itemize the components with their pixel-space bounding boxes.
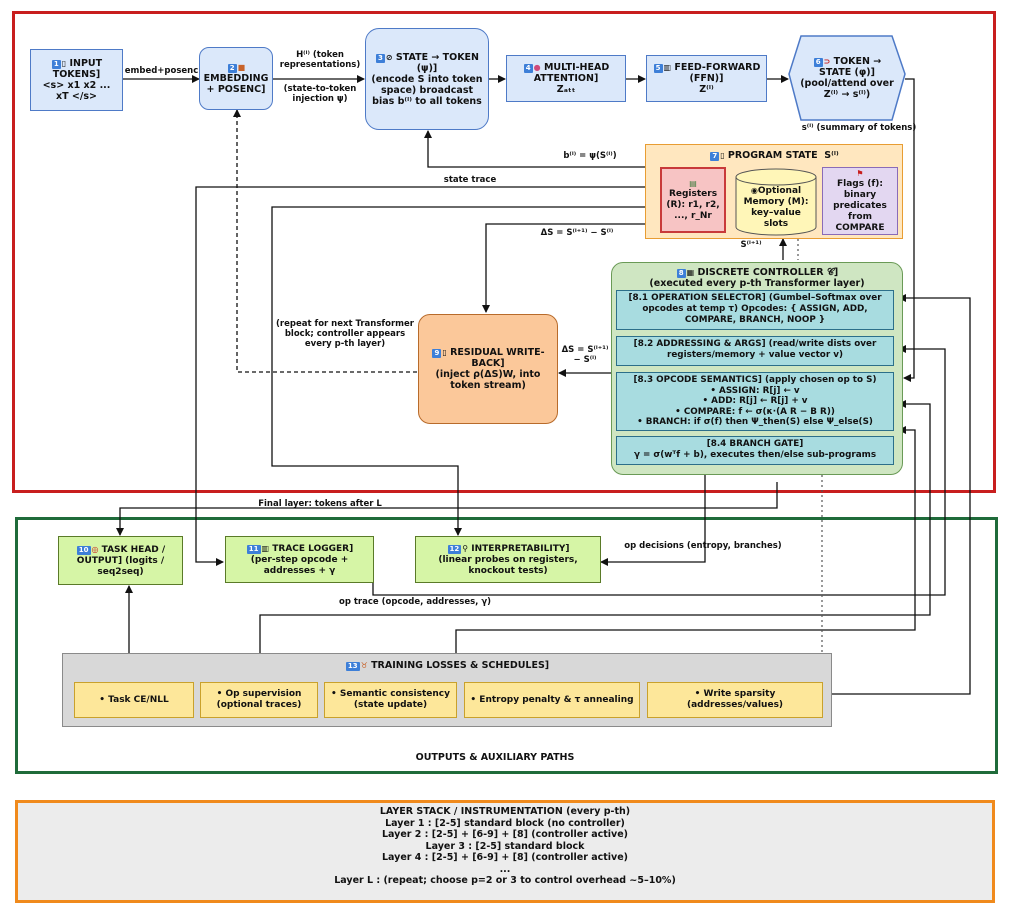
magnet-icon: ⊃ bbox=[823, 57, 831, 66]
state-to-token-box: 3⊘ STATE → TOKEN (ψ)] (encode S into tok… bbox=[365, 28, 489, 130]
memory-cylinder bbox=[735, 168, 817, 236]
input-sequence: <s> x1 x2 ... xT </s> bbox=[42, 80, 111, 102]
op-decisions-label: op decisions (entropy, branches) bbox=[624, 541, 782, 551]
loss-sparsity: • Write sparsity (addresses/values) bbox=[647, 682, 823, 718]
document-icon: ▯ bbox=[61, 59, 67, 68]
tag-badge: 10 bbox=[76, 545, 91, 555]
input-tokens-box: 1▯ INPUT TOKENS] <s> x1 x2 ... xT </s> bbox=[30, 49, 123, 111]
s-next-label: S⁽ˡ⁺¹⁾ bbox=[740, 240, 762, 250]
delta-mid-label: ΔS = S⁽ˡ⁺¹⁾ − S⁽ˡ⁾ bbox=[561, 345, 609, 365]
tag-badge: 13 bbox=[345, 662, 360, 671]
grid-icon: ▦ bbox=[686, 268, 695, 277]
summary-label: s⁽ˡ⁾ (summary of tokens) bbox=[801, 123, 917, 133]
loss-task: • Task CE/NLL bbox=[74, 682, 194, 718]
branch-gate: [8.4 BRANCH GATE] γ = σ(wᵀf + b), execut… bbox=[616, 436, 894, 465]
tag-badge: 9 bbox=[432, 349, 442, 358]
state-injection-label: (state-to-token injection ψ) bbox=[283, 84, 357, 104]
op-trace-label: op trace (opcode, addresses, γ) bbox=[338, 597, 492, 607]
feed-forward-box: 5▥ FEED-FORWARD (FFN)] Z⁽ˡ⁾ bbox=[646, 55, 767, 102]
embedding-box: 2■ EMBEDDING + POSENC] bbox=[199, 47, 273, 110]
interpretability-box: 12⚲ INTERPRETABILITY] (linear probes on … bbox=[415, 536, 601, 583]
link-icon: ⊘ bbox=[385, 52, 393, 62]
log-icon: ▥ bbox=[261, 543, 270, 553]
tag-badge: 5 bbox=[653, 64, 663, 73]
tag-badge: 11 bbox=[246, 544, 261, 554]
outputs-title: OUTPUTS & AUXILIARY PATHS bbox=[415, 752, 575, 763]
loss-entropy: • Entropy penalty & τ annealing bbox=[464, 682, 640, 718]
residual-writeback-box: 9▯ RESIDUAL WRITE-BACK] (inject ρ(ΔS)W, … bbox=[418, 314, 558, 424]
tag-badge: 2 bbox=[227, 64, 237, 73]
tag-badge: 3 bbox=[376, 53, 385, 63]
outputs-frame bbox=[15, 517, 998, 774]
layers-icon: ▥ bbox=[663, 63, 672, 72]
target-icon: ◎ bbox=[91, 544, 99, 554]
repeat-label: (repeat for next Transformer block; cont… bbox=[276, 319, 414, 349]
operation-selector: [8.1 OPERATION SELECTOR] (Gumbel–Softmax… bbox=[616, 290, 894, 330]
trophy-icon: ♉ bbox=[360, 661, 368, 670]
register-icon: ▤ bbox=[689, 179, 697, 188]
flags-box: ⚑ Flags (f): binary predicates from COMP… bbox=[822, 167, 898, 235]
token-to-state-box: 6⊃ TOKEN → STATE (φ)] (pool/attend over … bbox=[800, 56, 894, 100]
magnifier-icon: ⚲ bbox=[462, 543, 469, 553]
tag-badge: 4 bbox=[523, 64, 533, 73]
tag-badge: 6 bbox=[813, 58, 823, 67]
memory-box: ◉Optional Memory (M): key–value slots bbox=[743, 185, 809, 229]
addressing-args: [8.2 ADDRESSING & ARGS] (read/write dist… bbox=[616, 336, 894, 366]
opcode-semantics: [8.3 OPCODE SEMANTICS] (apply chosen op … bbox=[616, 372, 894, 431]
disk-icon: ◉ bbox=[750, 185, 758, 195]
trace-logger-box: 11▥ TRACE LOGGER] (per-step opcode + add… bbox=[225, 536, 374, 583]
page-icon: ▯ bbox=[720, 151, 725, 160]
loss-op-supervision: • Op supervision (optional traces) bbox=[200, 682, 318, 718]
model-frame bbox=[12, 11, 996, 493]
layer-stack-frame bbox=[15, 800, 995, 903]
delta-top-label: ΔS = S⁽ˡ⁺¹⁾ − S⁽ˡ⁾ bbox=[540, 228, 614, 238]
layer-stack-text: LAYER STACK / INSTRUMENTATION (every p-t… bbox=[334, 806, 676, 886]
state-trace-label: state trace bbox=[443, 175, 497, 185]
tag-badge: 1 bbox=[51, 60, 61, 69]
final-layer-label: Final layer: tokens after L bbox=[258, 499, 382, 509]
embed-posenc-label: embed+posenc bbox=[124, 66, 199, 76]
flag-icon: ⚑ bbox=[856, 169, 864, 178]
tag-badge: 8 bbox=[676, 269, 686, 278]
program-state-box: 7▯ PROGRAM STATE S⁽ˡ⁾ ▤ Registers (R): r… bbox=[645, 144, 903, 239]
loss-semantic: • Semantic consistency (state update) bbox=[324, 682, 457, 718]
task-head-box: 10◎ TASK HEAD / OUTPUT] (logits / seq2se… bbox=[58, 536, 183, 585]
tag-badge: 12 bbox=[447, 544, 462, 554]
cube-icon: ■ bbox=[237, 63, 246, 72]
write-icon: ▯ bbox=[442, 348, 447, 357]
b-psi-label: b⁽ˡ⁾ = ψ(S⁽ˡ⁾) bbox=[563, 151, 617, 161]
tag-badge: 7 bbox=[710, 152, 720, 161]
h-token-label: H⁽ˡ⁾ (token representations) bbox=[279, 50, 361, 70]
multi-head-attention-box: 4● MULTI-HEAD ATTENTION] Zₐₜₜ bbox=[506, 55, 626, 102]
registers-box: ▤ Registers (R): r1, r2, ..., r_Nr bbox=[660, 167, 726, 233]
controller-subtitle: (executed every p-th Transformer layer) bbox=[649, 278, 865, 289]
brain-icon: ● bbox=[533, 63, 541, 72]
